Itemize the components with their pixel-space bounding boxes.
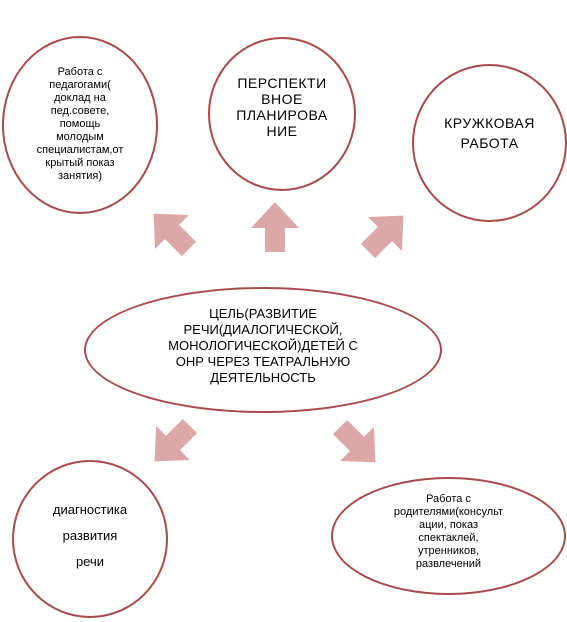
diagnostics-text: диагностика развития речи [52,502,128,569]
circle-work-ellipse: КРУЖКОВАЯ РАБОТА [412,64,567,222]
parents-work-text: Работа с родителями(консульт ации, показ… [393,493,504,570]
arrow-to-planning-icon [251,202,299,252]
teachers-work-ellipse: Работа с педагогами( доклад на пед.совет… [2,36,158,214]
arrow-to-parents-icon [332,419,376,463]
parents-work-ellipse: Работа с родителями(консульт ации, показ… [331,477,566,595]
arrow-to-teachers-icon [153,213,197,257]
goal-ellipse: ЦЕЛЬ(РАЗВИТИЕ РЕЧИ(ДИАЛОГИЧЕСКОЙ, МОНОЛО… [84,287,442,413]
arrow-to-circle-work-icon [360,215,404,259]
teachers-work-text: Работа с педагогами( доклад на пед.совет… [36,65,124,182]
planning-ellipse: ПЕРСПЕКТИ ВНОЕ ПЛАНИРОВА НИЕ [208,37,356,191]
planning-text: ПЕРСПЕКТИ ВНОЕ ПЛАНИРОВА НИЕ [236,75,328,139]
diagnostics-ellipse: диагностика развития речи [12,460,168,618]
arrow-to-diagnostics-icon [154,418,198,462]
goal-text: ЦЕЛЬ(РАЗВИТИЕ РЕЧИ(ДИАЛОГИЧЕСКОЙ, МОНОЛО… [168,306,358,385]
circle-work-text: КРУЖКОВАЯ РАБОТА [444,115,535,151]
